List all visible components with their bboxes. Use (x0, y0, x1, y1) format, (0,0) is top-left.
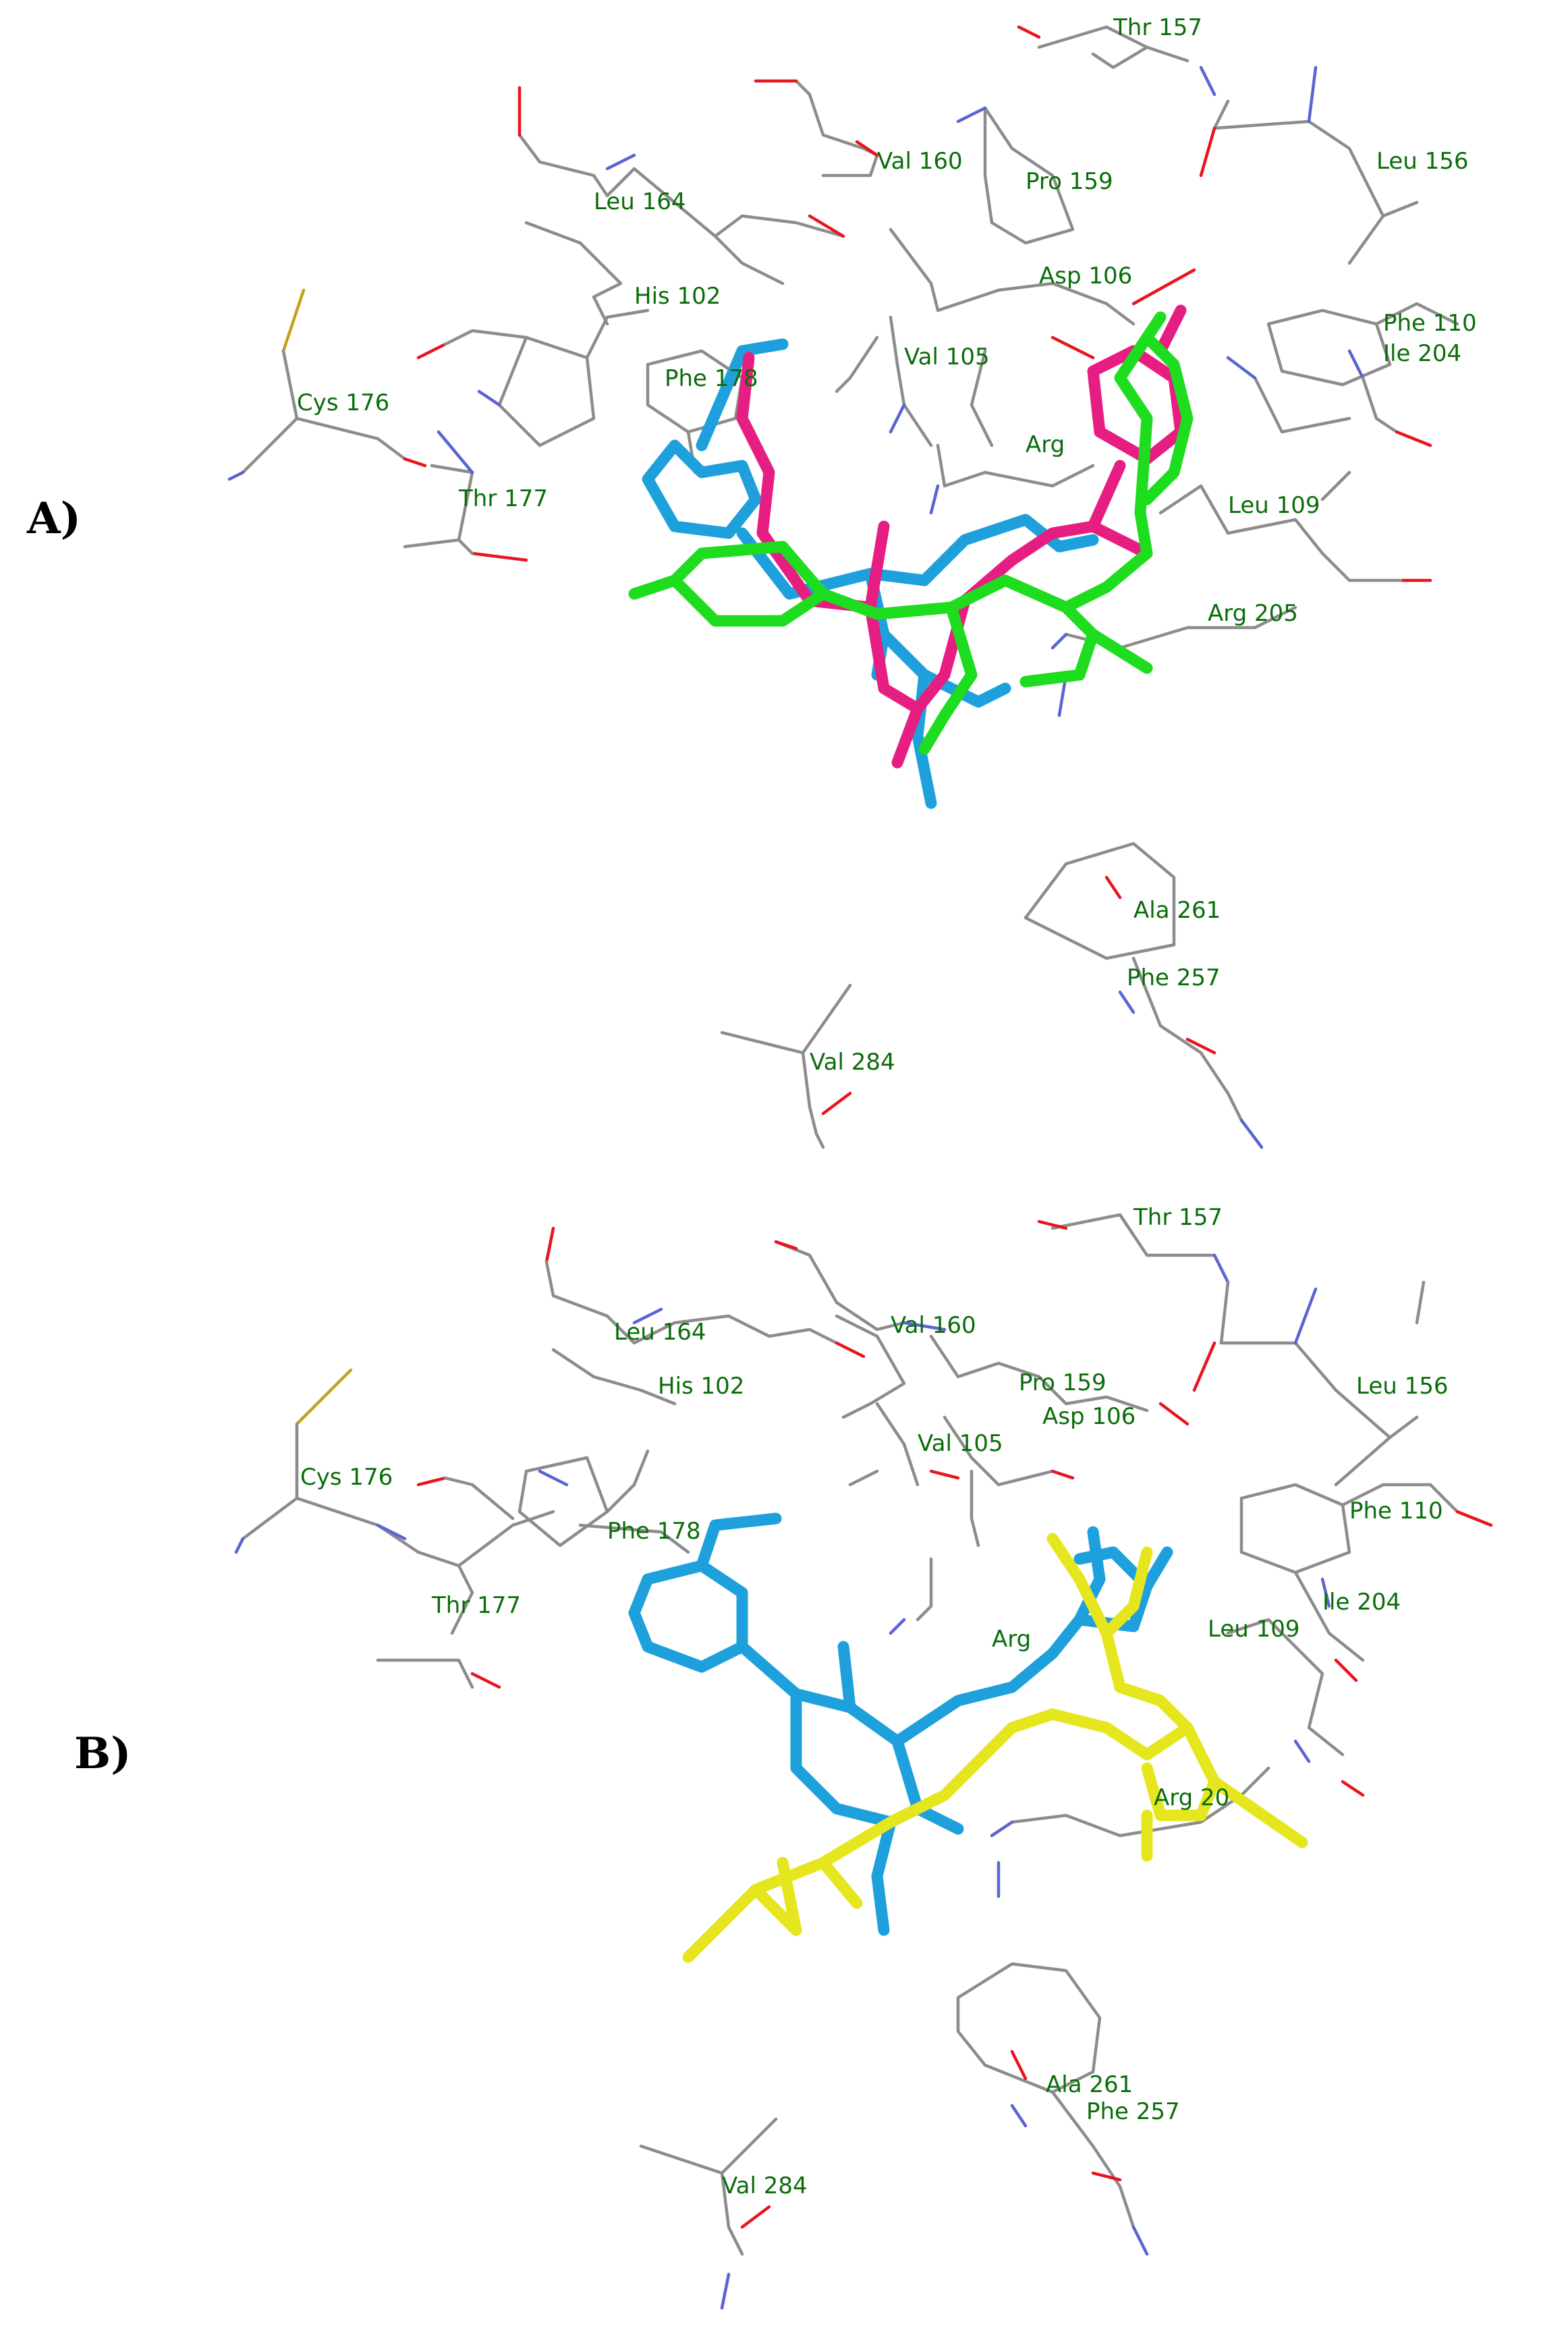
panel-b-label: B) (74, 1728, 131, 1779)
panel-a-label: A) (26, 493, 81, 544)
label-b-his-102: His 102 (658, 1373, 744, 1400)
label-thr-177: Thr 177 (458, 485, 548, 512)
label-val-160: Val 160 (877, 148, 963, 175)
label-leu-156: Leu 156 (1376, 148, 1469, 175)
label-b-val-284: Val 284 (722, 2172, 808, 2199)
label-b-thr-177: Thr 177 (431, 1592, 521, 1619)
label-b-leu-156: Leu 156 (1356, 1373, 1449, 1400)
panel-b-protein-sticks (234, 1213, 1493, 2310)
label-val-105: Val 105 (904, 344, 990, 371)
label-b-arg-20: Arg 20 (1154, 1784, 1229, 1811)
panel-b-ligand-yellow (682, 1533, 1308, 1963)
label-leu-109: Leu 109 (1228, 492, 1320, 519)
label-phe-257: Phe 257 (1127, 964, 1221, 991)
label-cys-176: Cys 176 (297, 389, 389, 416)
label-phe-110: Phe 110 (1383, 310, 1477, 337)
label-thr-157: Thr 157 (1113, 14, 1202, 41)
panel-a-ligand-green (628, 311, 1194, 755)
label-b-phe-257: Phe 257 (1086, 2098, 1180, 2125)
label-b-val-160: Val 160 (891, 1312, 976, 1339)
label-his-102: His 102 (634, 283, 721, 310)
panel-b: Thr 157 Leu 164 Val 160 His 102 Pro 159 … (74, 1204, 1493, 2310)
panel-a-residue-labels: Thr 157 Leu 156 Val 160 Pro 159 Leu 164 … (297, 14, 1477, 1076)
label-b-val-105: Val 105 (918, 1430, 1003, 1457)
label-b-thr-157: Thr 157 (1133, 1204, 1223, 1231)
label-leu-164: Leu 164 (594, 188, 686, 215)
label-pro-159: Pro 159 (1026, 168, 1113, 195)
label-b-leu-164: Leu 164 (614, 1319, 706, 1346)
label-val-284: Val 284 (810, 1049, 895, 1076)
label-asp-106: Asp 106 (1039, 263, 1132, 290)
label-b-phe-110: Phe 110 (1349, 1498, 1443, 1525)
label-b-asp-106: Asp 106 (1042, 1403, 1136, 1430)
panel-a: Thr 157 Leu 156 Val 160 Pro 159 Leu 164 … (26, 14, 1477, 1149)
label-b-cys-176: Cys 176 (300, 1464, 393, 1491)
label-ile-204: Ile 204 (1383, 340, 1461, 367)
label-b-ala-261: Ala 261 (1046, 2071, 1133, 2098)
label-b-phe-178: Phe 178 (607, 1518, 701, 1545)
label-phe-178: Phe 178 (665, 365, 758, 392)
label-b-leu-109: Leu 109 (1208, 1616, 1300, 1643)
panel-a-protein-sticks (227, 25, 1459, 1149)
label-arg: Arg (1026, 431, 1065, 458)
label-ala-261: Ala 261 (1133, 897, 1221, 924)
label-b-pro-159: Pro 159 (1019, 1369, 1107, 1396)
panel-b-residue-labels: Thr 157 Leu 164 Val 160 His 102 Pro 159 … (300, 1204, 1449, 2199)
label-arg-205: Arg 205 (1208, 600, 1298, 627)
label-b-arg: Arg (992, 1626, 1031, 1653)
label-b-ile-204: Ile 204 (1322, 1589, 1401, 1616)
